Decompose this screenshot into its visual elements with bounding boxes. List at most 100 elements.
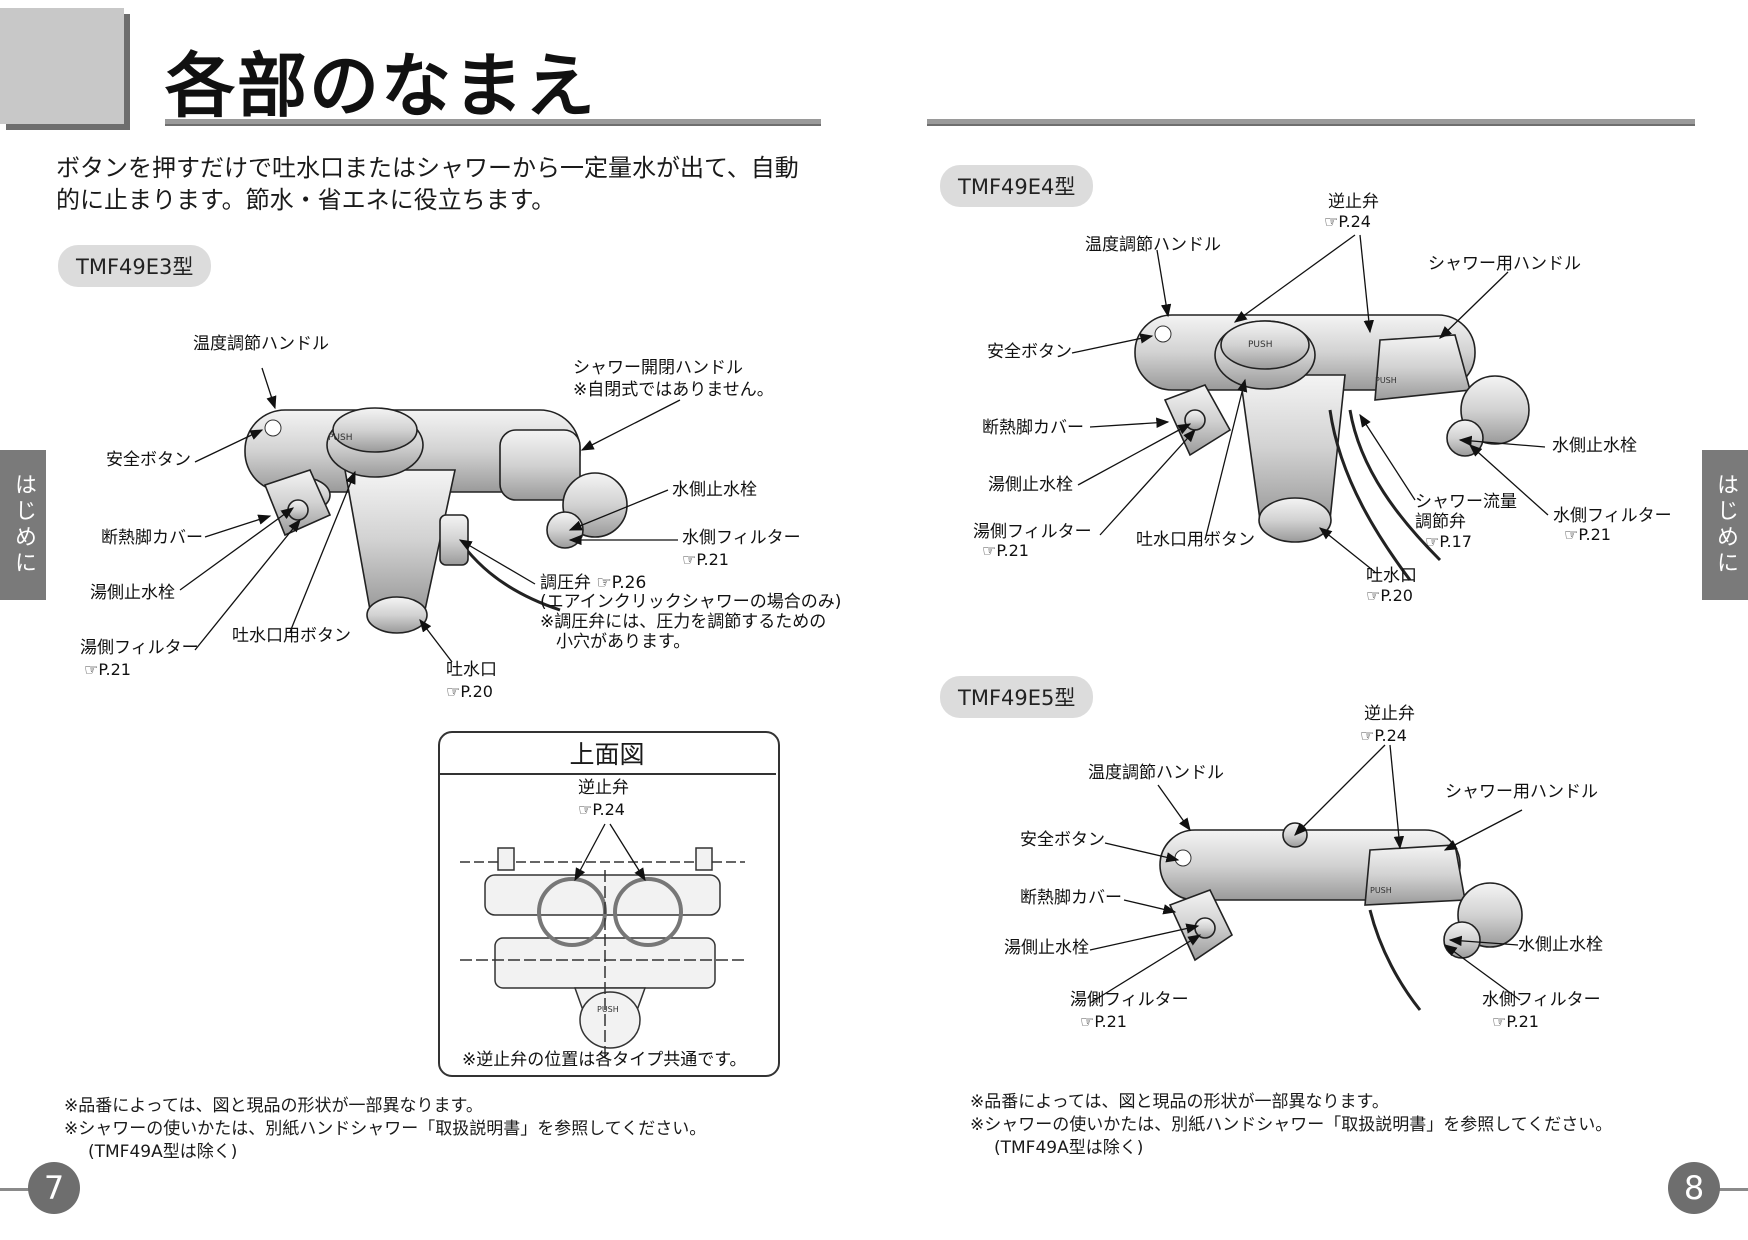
e3-pressure-valve-label: 調圧弁 ☞P.26 [540, 573, 647, 593]
topview-box [438, 731, 780, 1077]
model-pill-e5: TMF49E5型 [940, 676, 1094, 718]
e5-cold-stop-label: 水側止水栓 [1518, 935, 1603, 955]
svg-text:PUSH: PUSH [1375, 376, 1397, 385]
topview-check-valve-ref: ☞P.24 [578, 800, 625, 819]
e5-safety-button-label: 安全ボタン [1020, 830, 1105, 850]
e3-leader-lines [179, 367, 681, 663]
e5-check-valve-label: 逆止弁 [1364, 704, 1415, 724]
e5-hot-filter-label: 湯側フィルター [1070, 990, 1189, 1010]
svg-text:PUSH: PUSH [1248, 340, 1273, 350]
pointing-hand-icon: ☞ [596, 573, 612, 593]
side-tab-right: はじめに [1702, 450, 1748, 600]
e5-hot-filter-ref: ☞P.21 [1080, 1012, 1127, 1031]
svg-text:PUSH: PUSH [328, 433, 353, 443]
e4-spout-label: 吐水口 [1366, 566, 1417, 586]
topview-drawing [460, 847, 745, 1060]
pointing-hand-icon: ☞ [1425, 532, 1440, 551]
e3-temp-handle-label: 温度調節ハンドル [193, 334, 329, 354]
topview-header [438, 731, 776, 775]
pointing-hand-icon: ☞ [1564, 525, 1579, 544]
pointing-hand-icon: ☞ [578, 800, 593, 819]
topview-title: 上面図 [569, 740, 645, 769]
e3-pressure-note-1: (エアインクリックシャワーの場合のみ) [540, 592, 842, 612]
e5-hot-stop-label: 湯側止水栓 [1004, 938, 1089, 958]
e4-cold-stop-label: 水側止水栓 [1552, 436, 1637, 456]
e3-spout-button-label: 吐水口用ボタン [232, 626, 351, 646]
e5-cold-filter-ref: ☞P.21 [1492, 1012, 1539, 1031]
e4-temp-handle-label: 温度調節ハンドル [1085, 235, 1221, 255]
e4-spout-ref: ☞P.20 [1366, 586, 1413, 605]
e3-hot-filter-label: 湯側フィルター [80, 638, 199, 658]
page-title: 各部のなまえ [165, 45, 597, 127]
svg-text:PUSH: PUSH [597, 1005, 619, 1014]
topview-leader-lines [574, 823, 646, 882]
e4-shower-handle-label: シャワー用ハンドル [1428, 254, 1581, 274]
pointing-hand-icon: ☞ [446, 682, 461, 701]
e3-safety-button-label: 安全ボタン [106, 450, 191, 470]
pointing-hand-icon: ☞ [682, 550, 697, 569]
e4-cold-filter-label: 水側フィルター [1553, 506, 1672, 526]
topview-check-valve-label: 逆止弁 [578, 778, 629, 798]
e4-hot-filter-ref: ☞P.21 [982, 541, 1029, 560]
pointing-hand-icon: ☞ [1324, 212, 1339, 231]
intro-text: ボタンを押すだけで吐水口またはシャワーから一定量水が出て、自動 的に止まります。… [56, 152, 816, 216]
e3-spout-ref: ☞P.20 [446, 682, 493, 701]
e3-pressure-note-2: ※調圧弁には、圧力を調節するための [540, 612, 827, 632]
pointing-hand-icon: ☞ [84, 660, 99, 679]
e4-hot-stop-label: 湯側止水栓 [988, 475, 1073, 495]
e4-shower-flow-label-2: 調節弁 [1415, 512, 1466, 532]
e4-spout-button-label: 吐水口用ボタン [1136, 530, 1255, 550]
page-number-left: 7 [28, 1162, 80, 1214]
footnote-left-line-2: ※シャワーの使いかたは、別紙ハンドシャワー「取扱説明書」を参照してください。 [64, 1119, 707, 1139]
footnote-right-line-3: (TMF49A型は除く) [994, 1138, 1144, 1158]
e5-insulation-cover-label: 断熱脚カバー [1020, 888, 1122, 908]
side-tab-left: はじめに [0, 450, 46, 600]
footnote-right: ※品番によっては、図と現品の形状が一部異なります。 ※シャワーの使いかたは、別紙… [970, 1091, 1612, 1160]
e4-leader-lines [1071, 234, 1549, 573]
footnote-right-line-1: ※品番によっては、図と現品の形状が一部異なります。 [970, 1092, 1389, 1112]
model-pill-e4: TMF49E4型 [940, 165, 1094, 207]
faucet-e5-drawing [1159, 822, 1523, 1011]
e3-hot-stop-label: 湯側止水栓 [90, 583, 175, 603]
footnote-left: ※品番によっては、図と現品の形状が一部異なります。 ※シャワーの使いかたは、別紙… [64, 1095, 706, 1164]
faucet-e4-drawing [1134, 314, 1530, 581]
e3-spout-label: 吐水口 [446, 660, 497, 680]
pointing-hand-icon: ☞ [1366, 586, 1381, 605]
pointing-hand-icon: ☞ [1492, 1012, 1507, 1031]
e4-check-valve-label: 逆止弁 [1328, 192, 1379, 212]
e3-insulation-cover-label: 断熱脚カバー [101, 528, 203, 548]
e5-check-valve-ref: ☞P.24 [1360, 726, 1407, 745]
footnote-left-line-1: ※品番によっては、図と現品の形状が一部異なります。 [64, 1096, 483, 1116]
title-rule-right [927, 119, 1695, 126]
e4-safety-button-label: 安全ボタン [987, 342, 1072, 362]
pointing-hand-icon: ☞ [1080, 1012, 1095, 1031]
page-number-right: 8 [1668, 1162, 1720, 1214]
title-rule-left [165, 119, 821, 126]
faucet-e3-drawing [244, 407, 628, 634]
e5-shower-handle-label: シャワー用ハンドル [1445, 782, 1598, 802]
e3-shower-handle-label: シャワー開閉ハンドル [573, 358, 743, 378]
e5-cold-filter-label: 水側フィルター [1482, 990, 1601, 1010]
title-block-decoration [0, 8, 124, 124]
e5-leader-lines [1089, 744, 1523, 1004]
e4-hot-filter-label: 湯側フィルター [973, 522, 1092, 542]
footnote-right-line-2: ※シャワーの使いかたは、別紙ハンドシャワー「取扱説明書」を参照してください。 [970, 1115, 1613, 1135]
e5-temp-handle-label: 温度調節ハンドル [1088, 763, 1224, 783]
e4-insulation-cover-label: 断熱脚カバー [982, 418, 1084, 438]
e4-cold-filter-ref: ☞P.21 [1564, 525, 1611, 544]
e4-shower-flow-ref: ☞P.17 [1425, 532, 1472, 551]
e3-hot-filter-ref: ☞P.21 [84, 660, 131, 679]
model-pill-e3: TMF49E3型 [58, 245, 212, 287]
pointing-hand-icon: ☞ [1360, 726, 1375, 745]
e3-cold-stop-label: 水側止水栓 [672, 480, 757, 500]
topview-note: ※逆止弁の位置は各タイプ共通です。 [462, 1050, 747, 1070]
e3-cold-filter-ref: ☞P.21 [682, 550, 729, 569]
pointing-hand-icon: ☞ [982, 541, 997, 560]
svg-text:PUSH: PUSH [1370, 886, 1392, 895]
e4-shower-flow-label-1: シャワー流量 [1415, 492, 1517, 512]
e3-pressure-note-3: 小穴があります。 [556, 632, 691, 652]
intro-line-2: 的に止まります。節水・省エネに役立ちます。 [56, 186, 556, 214]
e3-cold-filter-label: 水側フィルター [682, 528, 801, 548]
intro-line-1: ボタンを押すだけで吐水口またはシャワーから一定量水が出て、自動 [56, 154, 799, 182]
